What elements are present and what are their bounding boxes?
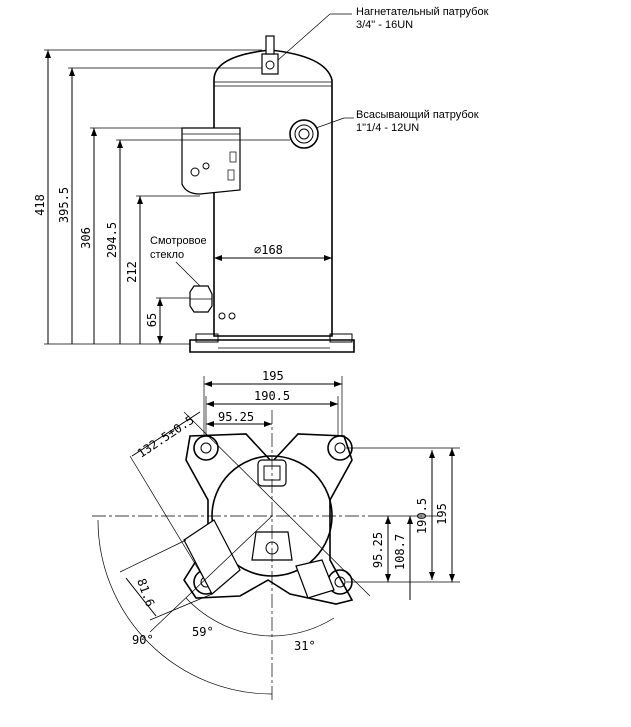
compressor-shell: [213, 49, 333, 337]
suction-spec: 1"1/4 - 12UN: [356, 122, 419, 134]
dim-overall-height: 418: [33, 194, 47, 216]
width-dimensions: [203, 376, 343, 436]
compressor-base: [189, 333, 355, 353]
depth-dimensions: [346, 447, 460, 600]
dim-sight-glass-height: 65: [145, 313, 159, 327]
dim-width-outer: 195: [262, 369, 284, 383]
terminal-box-top: [183, 519, 241, 595]
terminal-box: [181, 127, 241, 195]
dim-angle-31: 31°: [294, 639, 316, 653]
angle-arc-31: [271, 617, 335, 637]
dim-box-top: 306: [79, 227, 93, 249]
dim-diameter: ∅168: [254, 243, 283, 257]
dim-suction-height: 294.5: [105, 222, 119, 258]
dim-depth-outer: 195: [435, 503, 449, 525]
discharge-fitting: [261, 53, 279, 75]
dim-discharge-height: 395.5: [57, 187, 71, 223]
suction-fitting: [289, 119, 319, 149]
dim-angle-90: 90°: [132, 633, 154, 647]
sight-glass-label-1: Смотровое: [150, 235, 207, 247]
dim-box-bottom: 212: [125, 261, 139, 283]
dim-width-inner: 190.5: [254, 389, 290, 403]
suction-pipe-top: [295, 559, 335, 599]
sight-glass-label-2: стекло: [150, 249, 184, 261]
dim-depth-inner: 190.5: [415, 498, 429, 534]
side-view: 418 395.5 306 294.5 212 65 ∅168 Нагнетат…: [33, 6, 489, 353]
height-dimensions: [44, 49, 290, 345]
dim-offset-right-2: 95.25: [371, 532, 385, 568]
angle-arc-59: [185, 597, 273, 637]
dim-angle-59: 59°: [192, 625, 214, 639]
discharge-label: Нагнетательный патрубок: [356, 6, 489, 18]
dim-offset-top: 95.25: [218, 410, 254, 424]
angle-arc-90: [97, 519, 273, 695]
mounting-foot-tl: [193, 435, 219, 461]
discharge-spec: 3/4" - 16UN: [356, 19, 413, 31]
sight-glass: [189, 285, 236, 320]
dim-offset-right-1: 108.7: [393, 534, 407, 570]
top-view: 195 190.5 95.25 195 190.5 108.7 95.25 13…: [92, 369, 460, 700]
suction-label: Всасывающий патрубок: [356, 109, 479, 121]
